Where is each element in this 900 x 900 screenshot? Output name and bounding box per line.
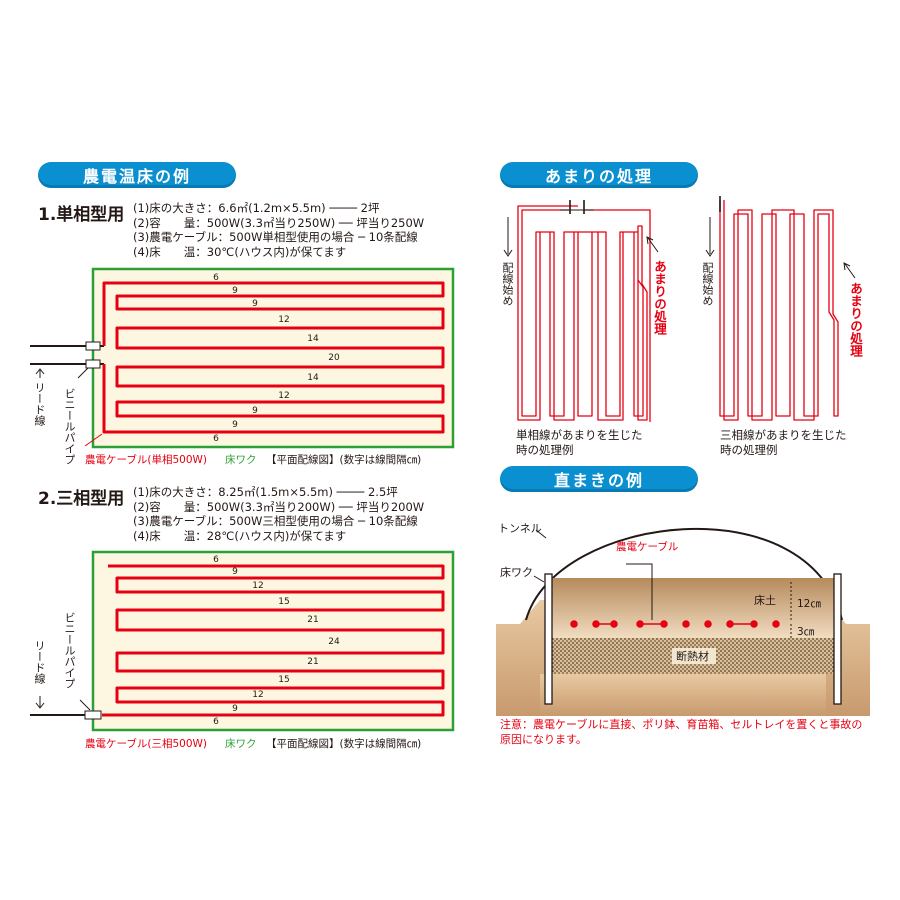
spacing-label: 9 (252, 406, 258, 416)
tunnel-label: トンネル (498, 522, 542, 535)
direct-sowing-cross-section: トンネル 床ワク 農電ケーブル 床土 12㎝ 3㎝ 断熱材 (496, 522, 870, 716)
notice-line: 原因になります。 (500, 732, 587, 746)
spec-line: (4)床 温：30℃(ハウス内)が保てます (133, 244, 347, 259)
excess-single-caption: 単相線があまりを生じた 時の処理例 (516, 428, 643, 457)
spacing-label: 24 (328, 637, 340, 647)
bed-frame-right (833, 573, 842, 705)
three-phase-wiring-diagram: 6 9 12 15 21 24 21 15 12 9 6 (30, 550, 455, 732)
spacing-label: 9 (232, 420, 238, 430)
frame-label: 床ワク (225, 738, 257, 750)
single-phase-excess-wire (517, 205, 648, 421)
cable-cross-section (570, 620, 780, 628)
vinyl-pipe-label: ビニールパイプ (63, 612, 76, 689)
safety-notice: 注意：農電ケーブルに直接、ポリ鉢、育苗箱、セルトレイを置くと事故の 原因になりま… (500, 718, 862, 747)
spacing-label: 9 (232, 704, 238, 714)
diagram-caption: 【平面配線図】(数字は線間隔㎝) (266, 454, 422, 466)
spacing-label: 6 (213, 717, 219, 727)
excess-three-diagram (705, 196, 856, 421)
lead-wire-label: リード線 (33, 382, 46, 426)
spacing-label: 12 (278, 391, 289, 401)
diagram-caption: 【平面配線図】(数字は線間隔㎝) (266, 738, 422, 750)
lead-wire-label: リード線 (33, 640, 46, 684)
section1-specs: (1)床の大きさ：6.6㎡(1.2m×5.5m) ──── 2坪 (2)容 量：… (133, 201, 424, 259)
excess-single-diagram (503, 200, 659, 422)
ground (540, 674, 826, 716)
left-banner: 農電温床の例 (38, 162, 236, 188)
caption-line: 単相線があまりを生じた (516, 428, 643, 442)
bed-frame-left (544, 573, 553, 705)
spacing-label: 14 (307, 334, 319, 344)
start-label: 配線始め (701, 262, 714, 306)
ground (496, 600, 546, 716)
vinyl-pipe (85, 359, 101, 369)
excess-three-caption: 三相線があまりを生じた 時の処理例 (720, 428, 847, 457)
spec-line: (4)床 温：28℃(ハウス内)が保てます (133, 528, 347, 543)
spec-line: (1)床の大きさ：6.6㎡(1.2m×5.5m) ──── 2坪 (133, 201, 380, 215)
depth-12cm: 12㎝ (797, 598, 821, 610)
excess-label: あまりの処理 (652, 260, 667, 335)
section1-title: 1.単相型用 (38, 205, 125, 225)
cable-label: 農電ケーブル(単相500W) (85, 454, 207, 466)
cable-label: 農電ケーブル (616, 540, 678, 553)
three-phase-excess-wire (719, 200, 839, 421)
bed-frame (91, 550, 455, 732)
heating-cable (102, 281, 445, 434)
vinyl-pipe-label: ビニールパイプ (63, 388, 76, 465)
spacing-label: 12 (252, 581, 263, 591)
direct-banner: 直まきの例 (500, 466, 698, 492)
notice-line: 注意：農電ケーブルに直接、ポリ鉢、育苗箱、セルトレイを置くと事故の (500, 718, 863, 731)
spacing-label: 9 (232, 567, 238, 577)
spec-line: (3)農電ケーブル：500W三相型使用の場合 ─ 10条配線 (133, 514, 418, 528)
frame-label: 床ワク (225, 454, 257, 466)
spec-line: (2)容 量：500W(3.3㎡当り250W) ── 坪当り250W (133, 215, 425, 230)
excess-banner: あまりの処理 (500, 162, 698, 188)
caption-line: 時の処理例 (720, 442, 778, 457)
caption-line: 時の処理例 (516, 442, 574, 457)
spacing-labels: 6 9 12 15 21 24 21 15 12 9 6 (213, 555, 340, 727)
bed-soil (551, 578, 835, 638)
spacing-label: 20 (328, 353, 340, 363)
spacing-label: 12 (252, 690, 263, 700)
excess-label: あまりの処理 (848, 282, 863, 357)
vinyl-pipe (84, 710, 102, 720)
spacing-label: 21 (307, 657, 318, 667)
spacing-label: 12 (278, 315, 289, 325)
heating-cable (102, 564, 445, 717)
caption-line: 三相線があまりを生じた (720, 428, 847, 442)
cable-label: 農電ケーブル(三相500W) (85, 738, 207, 750)
single-phase-excess-wire (584, 209, 651, 422)
insulation-label: 断熱材 (676, 649, 709, 663)
spec-line: (2)容 量：500W(3.3㎡当り200W) ── 坪当り200W (133, 499, 425, 514)
spec-line: (1)床の大きさ：8.25㎡(1.5m×5.5m) ──── 2.5坪 (133, 485, 398, 499)
spacing-label: 9 (232, 286, 238, 296)
frame-label: 床ワク (500, 565, 533, 579)
spacing-label: 6 (213, 555, 219, 565)
start-label: 配線始め (501, 262, 514, 306)
spacing-label: 15 (278, 675, 289, 685)
spec-line: (3)農電ケーブル：500W単相型使用の場合 ─ 10条配線 (133, 230, 418, 244)
spacing-label: 6 (213, 434, 219, 444)
section2-title: 2.三相型用 (38, 489, 125, 509)
spacing-label: 14 (307, 373, 319, 383)
spacing-label: 6 (213, 273, 219, 283)
soil-label: 床土 (754, 593, 776, 607)
depth-3cm: 3㎝ (797, 626, 815, 638)
spacing-label: 9 (252, 299, 258, 309)
spacing-label: 21 (307, 615, 318, 625)
spacing-label: 15 (278, 597, 289, 607)
spacing-labels: 6 9 9 12 14 20 14 12 9 9 6 (213, 273, 340, 444)
single-phase-wiring-diagram: 6 9 9 12 14 20 14 12 9 9 6 (30, 267, 455, 449)
vinyl-pipe (85, 341, 101, 351)
section2-specs: (1)床の大きさ：8.25㎡(1.5m×5.5m) ──── 2.5坪 (2)容… (133, 485, 424, 543)
